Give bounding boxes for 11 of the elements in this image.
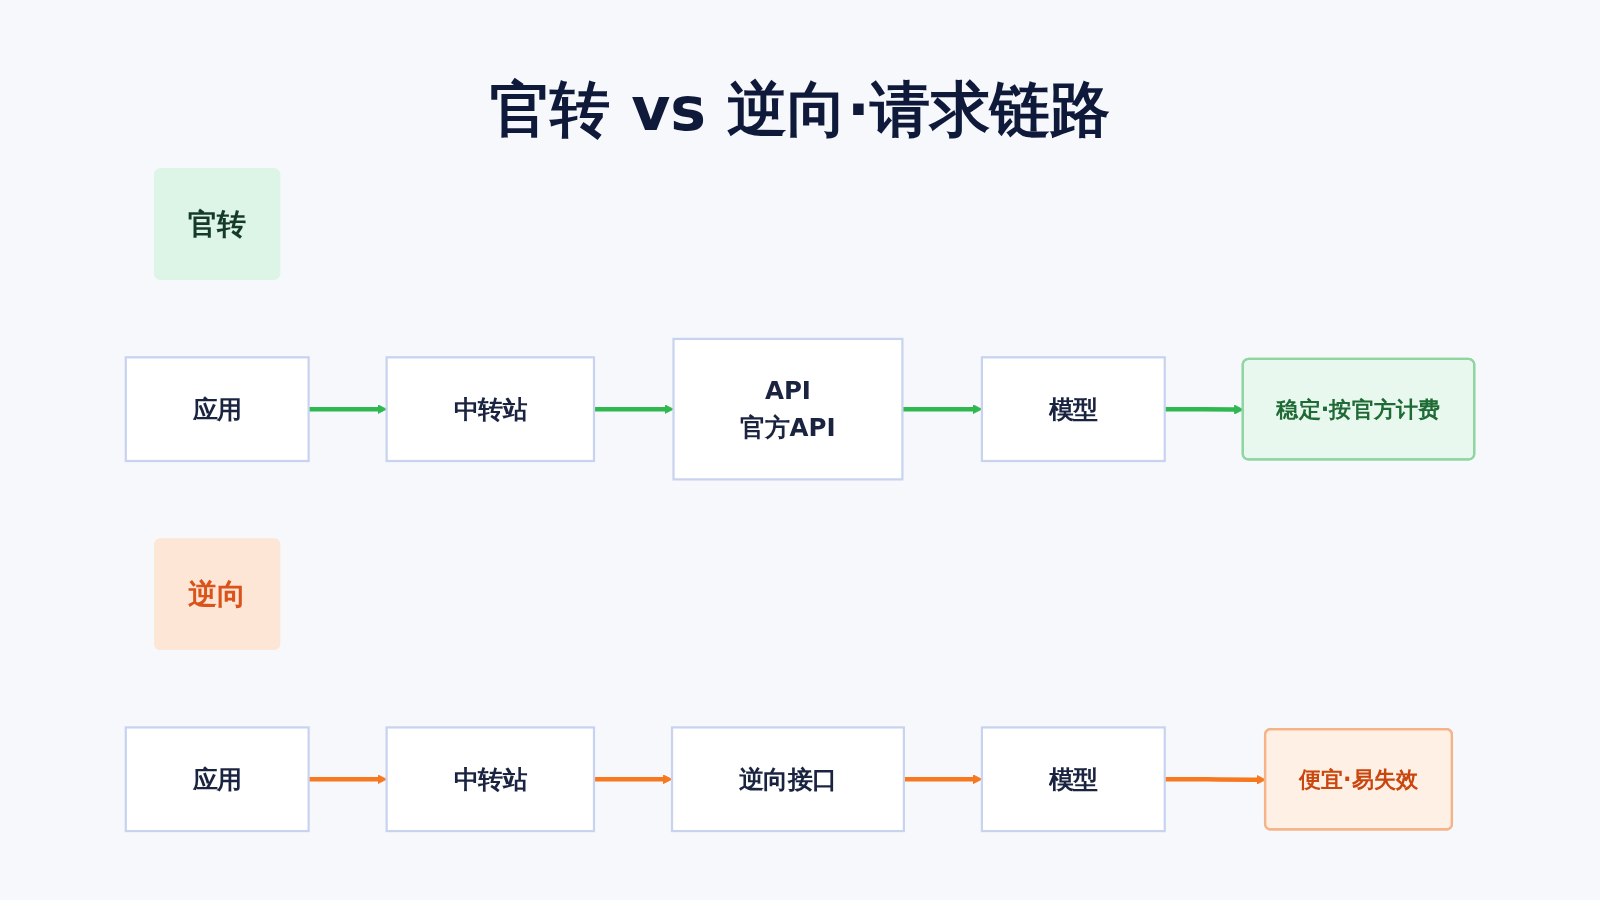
diagram-title: 官转 vs 逆向·请求链路 — [489, 73, 1111, 146]
node-box: 逆向接口 — [670, 726, 905, 833]
node-box: 应用 — [124, 726, 310, 833]
arrow — [594, 404, 674, 415]
arrow — [594, 774, 673, 785]
node-box: 中转站 — [385, 726, 596, 833]
node-box: 模型 — [980, 726, 1166, 833]
node-box: API 官方API — [672, 337, 904, 481]
node-box: 模型 — [980, 356, 1166, 463]
node-box: 中转站 — [385, 356, 596, 463]
node-box: 应用 — [124, 356, 310, 463]
